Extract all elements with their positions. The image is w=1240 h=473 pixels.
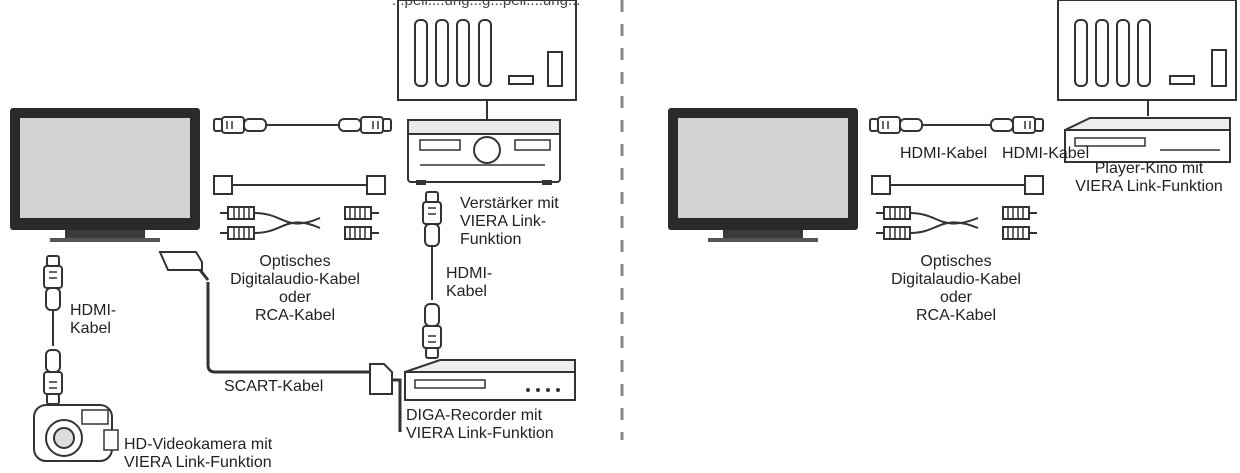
tv-icon <box>668 108 858 242</box>
optical-rca-label-right: Optisches Digitalaudio-Kabel oder RCA-Ka… <box>891 253 1021 324</box>
tv-icon <box>10 108 200 242</box>
rca-cable <box>875 206 1038 240</box>
rca-cable <box>219 206 380 240</box>
hdmi-plug-icon <box>869 116 923 134</box>
diga-recorder-label: DIGA-Recorder mit VIERA Link-Funktion <box>406 407 554 442</box>
camcorder-icon <box>33 404 119 462</box>
amplifier-label: Verstärker mit VIERA Link- Funktion <box>460 195 559 248</box>
hdmi-plug-icon <box>43 349 63 405</box>
hdmi-plug-icon <box>43 255 63 311</box>
optical-plug-icon <box>1024 175 1044 195</box>
hdmi-cable-label-amp: HDMI- Kabel <box>446 265 493 300</box>
dvd-recorder-icon <box>404 359 576 401</box>
hdmi-plug-icon <box>990 116 1044 134</box>
av-amplifier-icon <box>407 119 561 185</box>
hdmi-cable-label-right-2: HDMI-Kabel <box>1002 145 1090 162</box>
optical-plug-icon <box>366 175 386 195</box>
hdmi-plug-icon <box>422 191 442 247</box>
hdmi-plug-icon <box>213 116 267 134</box>
camera-label: HD-Videokamera mit VIERA Link-Funktion <box>124 436 273 471</box>
speaker-set-icon <box>397 0 577 120</box>
hdmi-plug-icon <box>422 303 442 359</box>
hdmi-cable-label-right-1: HDMI-Kabel <box>900 145 988 162</box>
speaker-set-icon <box>1057 0 1237 116</box>
blu-ray-player-icon <box>1064 117 1231 163</box>
player-kino-label: Player-Kino mit VIERA Link-Funktion <box>1075 160 1223 195</box>
optical-plug-icon <box>213 175 233 195</box>
hdmi-cable-label-cam: HDMI- Kabel <box>70 302 117 337</box>
top-caption: ...peil....ung...g...peil....ung... <box>392 0 581 9</box>
optical-rca-label-left: Optisches Digitalaudio-Kabel oder RCA-Ka… <box>230 253 360 324</box>
hdmi-plug-icon <box>338 116 392 134</box>
scart-cable-label: SCART-Kabel <box>224 378 324 395</box>
scart-plug-icon <box>158 251 402 432</box>
optical-plug-icon <box>871 175 891 195</box>
